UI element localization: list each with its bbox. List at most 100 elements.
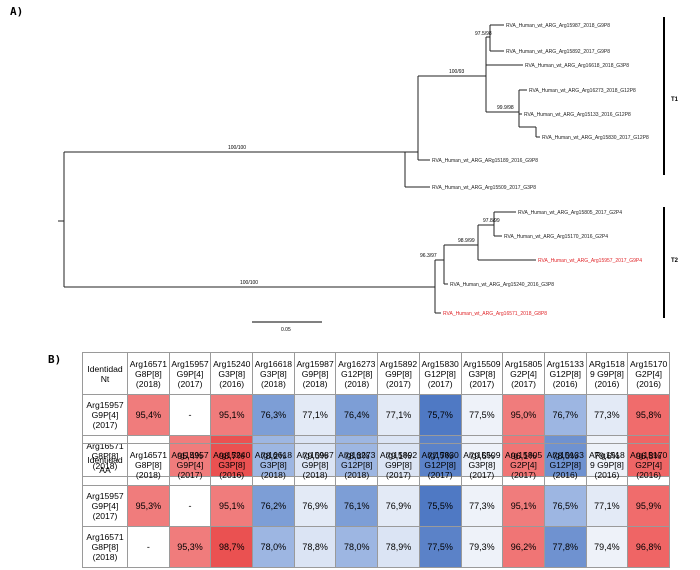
leaf-label-highlighted: RVA_Human_wt_ARG_Arg15957_2017_G9P4 xyxy=(538,258,642,264)
bootstrap-label: 96.3/97 xyxy=(420,253,437,259)
phylogenetic-tree: 100/100 100/100 100/93 97.5/98 99.9/98 9… xyxy=(58,17,679,333)
bootstrap-label: 100/93 xyxy=(449,69,465,75)
identity-cell: 75,5% xyxy=(418,485,462,527)
identity-cell: 77,5% xyxy=(418,526,462,568)
identity-cell: 76,1% xyxy=(335,485,379,527)
scale-bar-label: 0.05 xyxy=(281,327,291,333)
panel-a-label: A) xyxy=(10,5,24,18)
identity-cell: 95,9% xyxy=(627,485,670,527)
panel-b-label: B) xyxy=(48,353,62,366)
identity-cell: 76,9% xyxy=(377,485,420,527)
identity-cell: 95,0% xyxy=(502,394,545,436)
identity-cell: 76,7% xyxy=(543,394,587,436)
identity-cell: 96,8% xyxy=(627,526,670,568)
bootstrap-label: 100/100 xyxy=(240,280,258,286)
cluster-label-t1: T1 xyxy=(671,97,679,103)
identity-cell: - xyxy=(127,526,170,568)
identity-cell: 79,3% xyxy=(460,526,504,568)
leaf-label: RVA_Human_wt_ARG_Arg15987_2018_G9P8 xyxy=(506,23,610,29)
leaf-label: RVA_Human_wt_ARG_ARg15189_2016_G9P8 xyxy=(432,158,538,164)
identity-cell: 95,3% xyxy=(168,526,212,568)
identity-cell: 76,3% xyxy=(252,394,295,436)
identity-cell: 76,9% xyxy=(293,485,337,527)
bootstrap-label: 97.8/99 xyxy=(483,218,500,224)
leaf-label: RVA_Human_wt_ARG_Arg15170_2016_G2P4 xyxy=(504,234,608,240)
leaf-label: RVA_Human_wt_ARG_Arg15892_2017_G9P8 xyxy=(506,49,610,55)
leaf-label: RVA_Human_wt_ARG_Arg16273_2018_G12P8 xyxy=(529,88,636,94)
identity-cell: 77,3% xyxy=(585,394,629,436)
leaf-label: RVA_Human_wt_ARG_Arg15509_2017_G3P8 xyxy=(432,185,536,191)
identity-cell: 77,1% xyxy=(293,394,337,436)
identity-cell: 77,8% xyxy=(543,526,587,568)
bootstrap-label: 98.9/99 xyxy=(458,238,475,244)
identity-cell: 95,1% xyxy=(210,485,254,527)
identity-cell: 76,5% xyxy=(543,485,587,527)
cluster-label-t2: T2 xyxy=(671,258,679,264)
bootstrap-label: 100/100 xyxy=(228,145,246,151)
identity-cell: - xyxy=(168,394,212,436)
identity-cell: 98,7% xyxy=(210,526,254,568)
leaf-label: RVA_Human_wt_ARG_Arg15805_2017_G2P4 xyxy=(518,210,622,216)
identity-cell: 79,4% xyxy=(585,526,629,568)
identity-cell: 78,8% xyxy=(293,526,337,568)
tree-branches xyxy=(58,24,540,314)
leaf-label: RVA_Human_wt_ARG_Arg16618_2018_G3P8 xyxy=(525,63,629,69)
identity-cell: 95,4% xyxy=(127,394,170,436)
identity-cell: 78,0% xyxy=(252,526,295,568)
identity-cell: 76,4% xyxy=(335,394,379,436)
identity-cell: 77,3% xyxy=(460,485,504,527)
identity-cell: 95,1% xyxy=(502,485,545,527)
leaf-label-highlighted: RVA_Human_wt_ARG_Arg16571_2018_G8P8 xyxy=(443,311,547,317)
leaf-label: RVA_Human_wt_ARG_Arg15830_2017_G12P8 xyxy=(542,135,649,141)
leaf-label: RVA_Human_wt_ARG_Arg15133_2016_G12P8 xyxy=(524,112,631,118)
identity-cell: 77,1% xyxy=(377,394,420,436)
identity-cell: 77,1% xyxy=(585,485,629,527)
identity-cell: 78,9% xyxy=(377,526,420,568)
identity-cell: 95,3% xyxy=(127,485,170,527)
identity-cell: 95,8% xyxy=(627,394,670,436)
identity-cell: 95,1% xyxy=(210,394,254,436)
bootstrap-label: 99.9/98 xyxy=(497,105,514,111)
identity-cell: - xyxy=(168,485,212,527)
identity-cell: 96,2% xyxy=(502,526,545,568)
identity-cell: 78,0% xyxy=(335,526,379,568)
identity-cell: 75,7% xyxy=(418,394,462,436)
identity-cell: 76,2% xyxy=(252,485,295,527)
identity-cell: 77,5% xyxy=(460,394,504,436)
leaf-label: RVA_Human_wt_ARG_Arg15240_2016_G3P8 xyxy=(450,282,554,288)
